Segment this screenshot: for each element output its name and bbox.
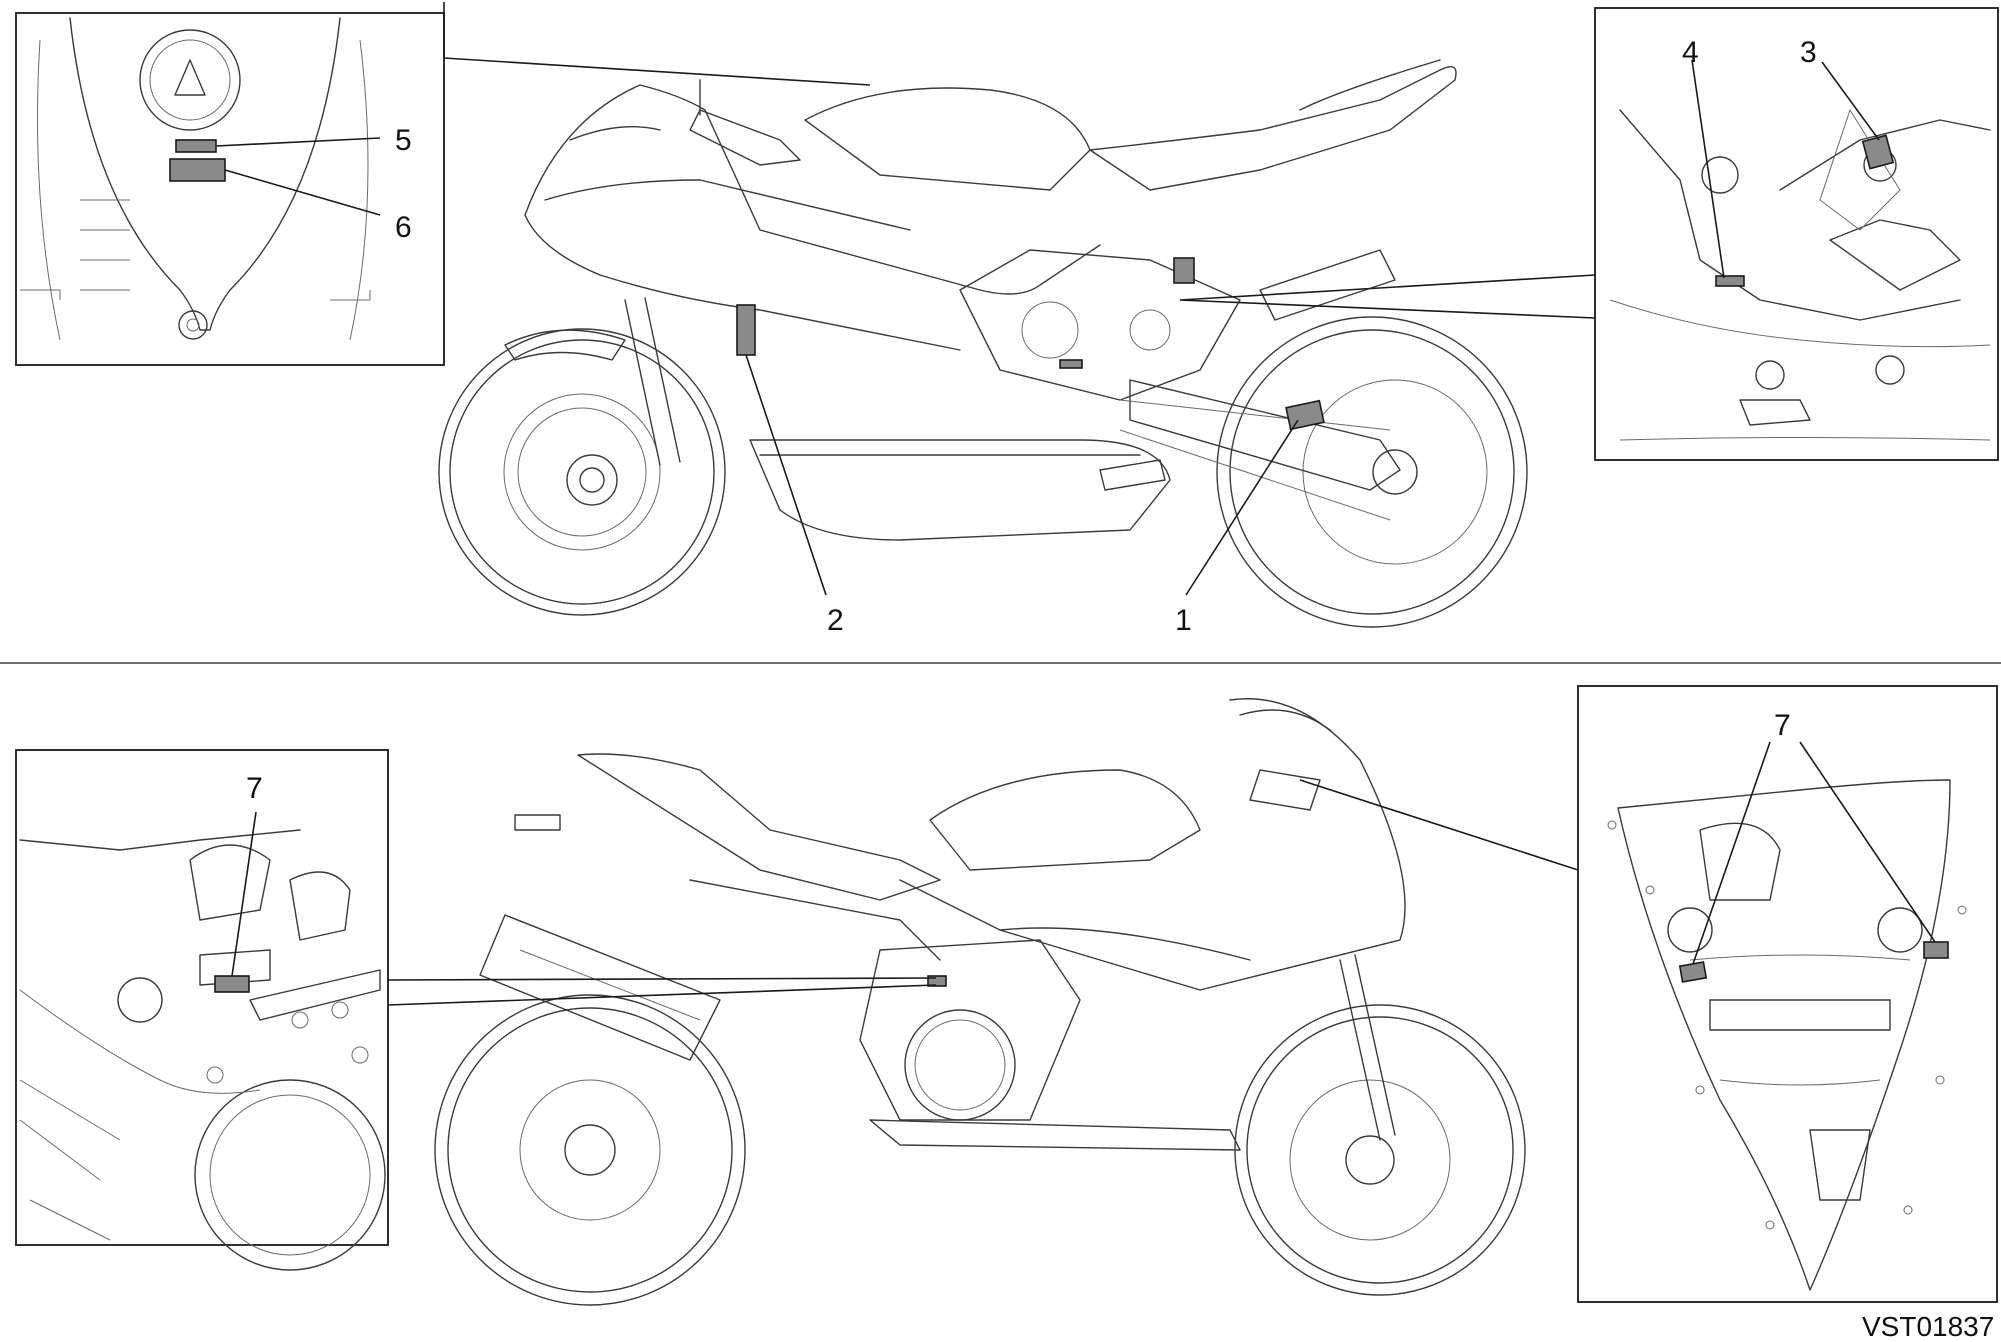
leader-7-left <box>231 811 257 977</box>
label-1-marker <box>1285 399 1325 431</box>
label-6-marker <box>169 158 226 182</box>
inset-fairing-connector <box>1299 779 1579 871</box>
callout-7-fairing: 7 <box>1774 709 1791 742</box>
label-5-marker <box>175 139 217 153</box>
inset-tank-connector <box>443 2 871 86</box>
label-7-marker-fairing-right <box>1923 941 1949 959</box>
label-4-marker-bike <box>1059 359 1083 369</box>
leader-1 <box>1185 419 1299 596</box>
motorcycle-left-side-view <box>434 698 1526 1306</box>
inset-frame-left-connector <box>387 977 937 1006</box>
motorcycle-right-side-view <box>438 59 1528 628</box>
leader-5 <box>215 137 381 147</box>
inset-footrest-area <box>1594 7 1999 461</box>
callout-6: 6 <box>395 211 412 244</box>
leader-6 <box>224 169 381 216</box>
label-7-marker-fairing-left <box>1678 961 1708 983</box>
leader-2 <box>745 354 827 596</box>
label-3-marker-bike <box>1173 257 1195 284</box>
inset-frame-left <box>15 749 389 1271</box>
callout-4: 4 <box>1682 36 1699 69</box>
callout-2: 2 <box>827 604 844 637</box>
callout-7-left: 7 <box>246 772 263 805</box>
inset-tank-top <box>15 12 445 366</box>
label-7-marker-bike <box>927 975 947 987</box>
label-4-marker <box>1715 275 1745 287</box>
leader-7-fairing-left <box>1692 741 1771 965</box>
label-7-marker-left <box>214 975 250 993</box>
label-2-marker <box>736 304 756 356</box>
leader-7-fairing-right <box>1799 741 1936 943</box>
callout-3: 3 <box>1800 36 1817 69</box>
callout-5: 5 <box>395 124 412 157</box>
callout-1: 1 <box>1175 604 1192 637</box>
leader-3 <box>1821 61 1880 141</box>
label-3-marker <box>1861 134 1895 170</box>
leader-4 <box>1691 59 1725 279</box>
reference-code: VST01837 <box>1862 1311 1994 1342</box>
inset-footrest-connector <box>1179 274 1596 319</box>
inset-fairing-interior <box>1577 685 1998 1303</box>
